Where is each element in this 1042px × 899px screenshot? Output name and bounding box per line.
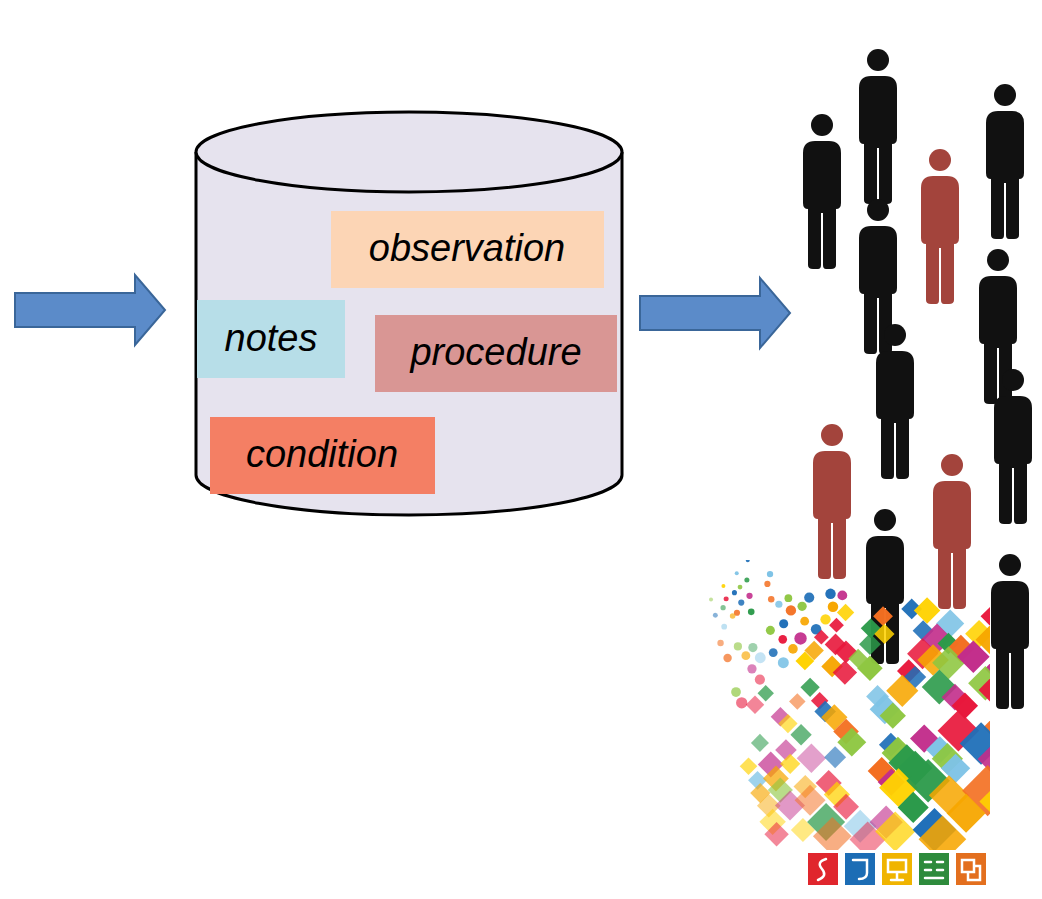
input-arrow <box>15 275 165 345</box>
output-arrow <box>640 278 790 348</box>
category-box: observation <box>331 211 604 288</box>
category-label: notes <box>225 317 318 361</box>
category-box: procedure <box>375 315 617 392</box>
category-box: condition <box>210 417 435 494</box>
database-cylinder <box>196 112 622 515</box>
logo-icons <box>808 853 986 885</box>
category-label: condition <box>246 433 398 477</box>
category-box: notes <box>197 300 345 378</box>
population <box>803 49 1032 709</box>
category-label: observation <box>369 227 565 271</box>
category-label: procedure <box>410 331 581 375</box>
logo-mosaic <box>709 560 990 850</box>
